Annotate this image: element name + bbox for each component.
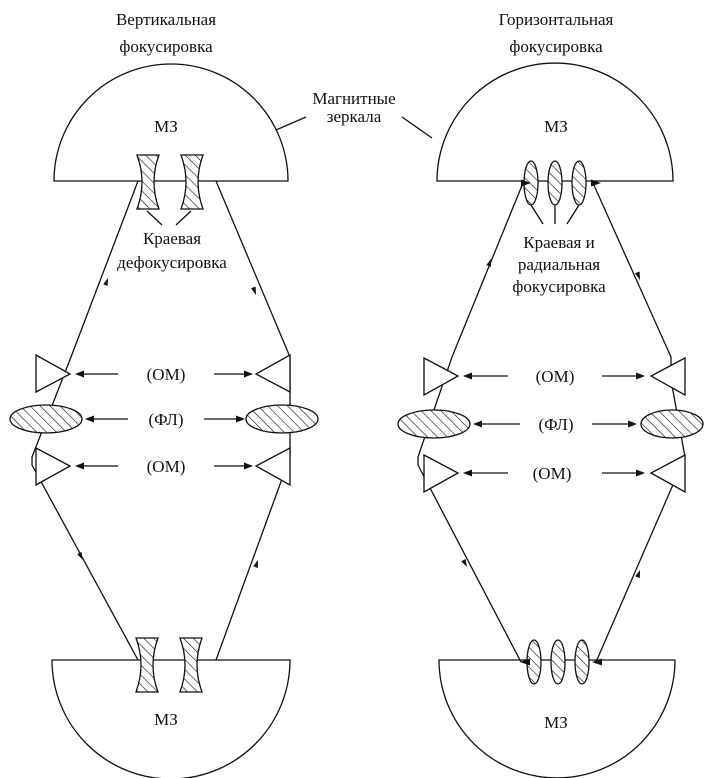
left-lens-leader-1 bbox=[146, 210, 163, 226]
left-title-line2: фокусировка bbox=[119, 37, 213, 56]
left-beam-arrow-lower-left bbox=[77, 552, 83, 560]
left-bottom-mirror bbox=[51, 659, 291, 778]
right-beam-arrow-lower-left bbox=[461, 559, 467, 567]
right-title-line2: фокусировка bbox=[509, 37, 603, 56]
right-top-lens-3 bbox=[571, 160, 587, 206]
left-om-upper-prism-right bbox=[254, 353, 291, 394]
left-top-mirror-label: МЗ bbox=[154, 117, 178, 136]
left-om-lower-prism-right bbox=[254, 446, 291, 487]
left-bottom-lens-1 bbox=[135, 637, 159, 693]
right-bottom-lens-2 bbox=[550, 639, 566, 685]
right-top-mirror bbox=[436, 62, 674, 182]
right-bottom-lens-3 bbox=[574, 639, 590, 685]
left-om-lower-arrowhead-left bbox=[75, 462, 84, 470]
vertical-focusing-diagram: Вертикальная фокусировка МЗ МЗ Краевая д… bbox=[9, 10, 319, 778]
right-om-lower-arrowhead-left bbox=[463, 469, 472, 477]
right-bottom-mirror-label: МЗ bbox=[544, 713, 568, 732]
right-top-mirror-label: МЗ bbox=[544, 117, 568, 136]
left-bottom-mirror-label: МЗ bbox=[154, 710, 178, 729]
left-om-lower-prism-left bbox=[35, 446, 72, 487]
right-fl-lens-left bbox=[397, 409, 471, 439]
left-lens-label-line2: дефокусировка bbox=[117, 253, 227, 272]
left-om-lower-arrowhead-right bbox=[244, 462, 253, 470]
right-beam-arrow-upper-left bbox=[486, 259, 491, 267]
right-fl-label: (ФЛ) bbox=[538, 415, 573, 434]
right-lens-label-line3: фокусировка bbox=[512, 277, 606, 296]
left-fl-lens-right bbox=[245, 404, 319, 434]
mirror-callout-line2: зеркала bbox=[327, 107, 382, 126]
left-beam-path bbox=[31, 180, 139, 661]
right-lens-label-line2: радиальная bbox=[518, 255, 600, 274]
right-om-upper-prism-left bbox=[423, 356, 460, 397]
left-beam-arrow-upper-right bbox=[251, 286, 256, 295]
right-lens-leader-1 bbox=[530, 204, 544, 225]
left-beam-arrow-upper-left bbox=[103, 278, 108, 286]
right-om-upper-label: (ОМ) bbox=[536, 367, 575, 386]
left-fl-arrowhead-left bbox=[85, 415, 94, 423]
left-fl-lens-left bbox=[9, 404, 83, 434]
right-top-lens-arrow-right bbox=[591, 179, 601, 187]
right-om-upper-arrowhead-left bbox=[463, 372, 472, 380]
right-om-lower-label: (ОМ) bbox=[533, 464, 572, 483]
right-bottom-lens-arrow-left bbox=[520, 658, 530, 666]
right-top-lens-arrow-left bbox=[521, 179, 531, 187]
left-top-lens-1 bbox=[136, 154, 160, 210]
right-bottom-lens-arrow-right bbox=[592, 658, 602, 666]
right-om-lower-prism-right bbox=[649, 453, 686, 494]
left-fl-label: (ФЛ) bbox=[148, 410, 183, 429]
left-bottom-lens-2 bbox=[179, 637, 203, 693]
right-beam-arrow-upper-right bbox=[635, 271, 640, 280]
right-fl-arrowhead-right bbox=[628, 420, 637, 428]
right-beam-arrow-lower-right bbox=[635, 570, 640, 579]
left-lens-label-line1: Краевая bbox=[143, 229, 201, 248]
mirror-callout-leader-right bbox=[401, 116, 433, 139]
mirror-callout-line1: Магнитные bbox=[312, 89, 395, 108]
right-fl-arrowhead-left bbox=[473, 420, 482, 428]
right-om-upper-arrowhead-right bbox=[636, 372, 645, 380]
right-lens-leader-3 bbox=[566, 204, 580, 225]
right-om-lower-arrowhead-right bbox=[636, 469, 645, 477]
left-om-upper-label: (ОМ) bbox=[147, 365, 186, 384]
right-om-upper-prism-right bbox=[649, 356, 686, 397]
left-top-lens-2 bbox=[180, 154, 204, 210]
right-beam-path bbox=[417, 182, 524, 663]
left-lens-leader-2 bbox=[175, 210, 192, 226]
left-fl-arrowhead-right bbox=[236, 415, 245, 423]
left-om-upper-prism-left bbox=[35, 353, 72, 394]
left-om-upper-arrowhead-right bbox=[244, 370, 253, 378]
left-top-mirror bbox=[53, 63, 289, 182]
right-top-lens-2 bbox=[547, 160, 563, 206]
left-title-line1: Вертикальная bbox=[116, 10, 216, 29]
horizontal-focusing-diagram: Горизонтальная фокусировка МЗ МЗ bbox=[397, 10, 704, 778]
left-beam-arrow-lower-right bbox=[253, 560, 258, 569]
right-om-lower-prism-left bbox=[423, 453, 460, 494]
left-om-lower-label: (ОМ) bbox=[147, 457, 186, 476]
mirror-callout-leader-left bbox=[275, 116, 307, 131]
right-title-line1: Горизонтальная bbox=[499, 10, 614, 29]
right-fl-lens-right bbox=[640, 409, 704, 439]
left-om-upper-arrowhead-left bbox=[75, 370, 84, 378]
right-lens-label-line1: Краевая и bbox=[523, 233, 594, 252]
